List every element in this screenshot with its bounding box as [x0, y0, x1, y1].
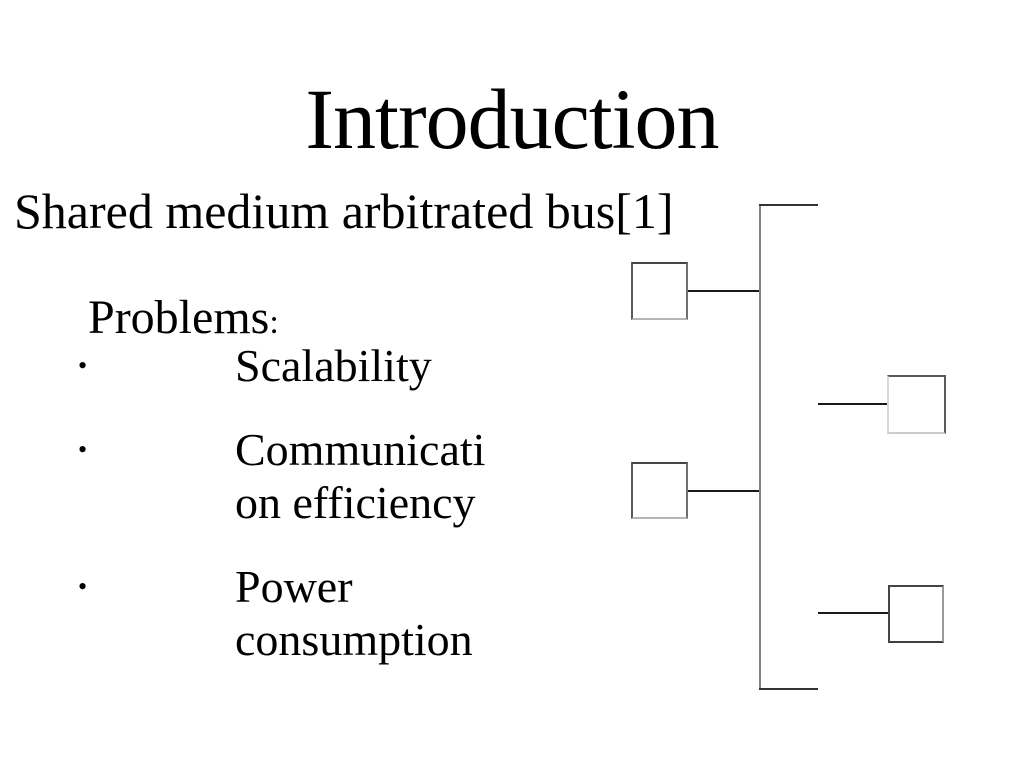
node-square: [887, 375, 946, 434]
bullet-text: Communicati on efficiency: [235, 423, 485, 529]
bullet-text: Scalability: [235, 339, 432, 392]
connector-line: [687, 490, 759, 492]
bullet-line: on efficiency: [235, 477, 476, 528]
node-square: [631, 262, 688, 320]
connector-line: [687, 290, 759, 292]
bullet-icon: •: [78, 435, 88, 464]
problems-colon: :: [269, 304, 279, 341]
problems-heading: Problems:: [88, 294, 279, 342]
slide-title: Introduction: [305, 71, 719, 167]
bullet-text: Power consumption: [235, 560, 473, 666]
bullet-line: Communicati: [235, 424, 486, 475]
bus-bottom-stub-line: [759, 688, 818, 690]
list-item: • Power consumption: [78, 560, 638, 666]
bus-vertical-line: [759, 204, 761, 690]
bullet-icon: •: [78, 572, 88, 601]
connector-line: [818, 612, 888, 614]
subtitle: Shared medium arbitrated bus[1]: [14, 183, 674, 239]
list-item: • Scalability: [78, 339, 638, 392]
bus-top-stub-line: [759, 204, 818, 206]
node-square: [631, 462, 688, 519]
node-square: [888, 585, 944, 643]
bullet-list: • Scalability • Communicati on efficienc…: [78, 339, 638, 697]
list-item: • Communicati on efficiency: [78, 423, 638, 529]
bullet-icon: •: [78, 351, 88, 380]
connector-line: [818, 403, 887, 405]
bullet-line: Power: [235, 561, 353, 612]
bullet-line: Scalability: [235, 340, 432, 391]
problems-label: Problems: [88, 291, 270, 344]
bullet-line: consumption: [235, 614, 473, 665]
